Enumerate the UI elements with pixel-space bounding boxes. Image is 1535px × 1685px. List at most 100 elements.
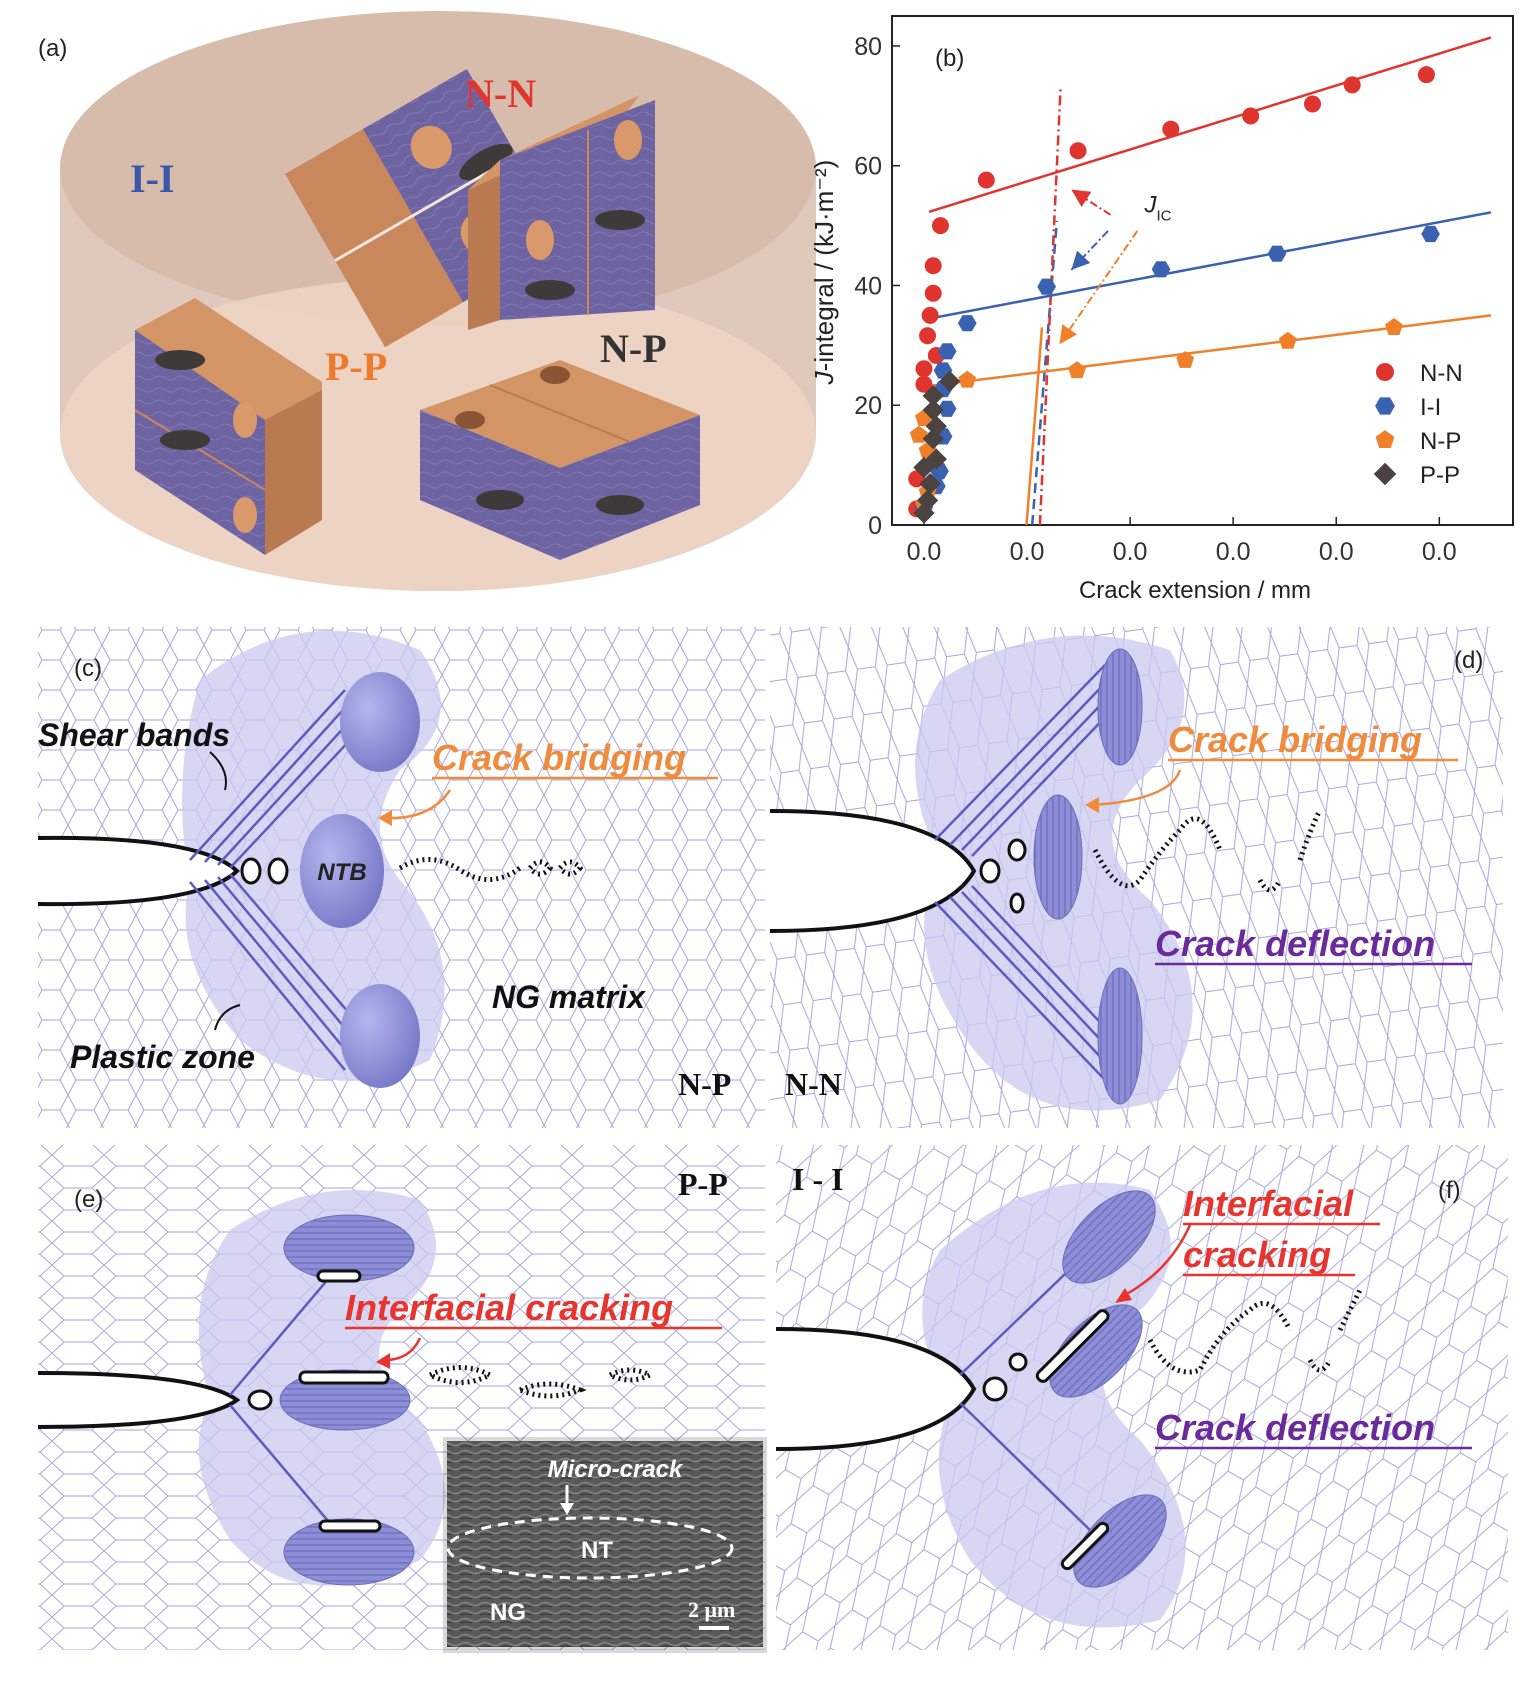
panel-c: NTB (c) Shear bands Crack bridging NG ma… [37, 627, 765, 1128]
void-circle [979, 858, 1001, 884]
data-point-n-n [977, 171, 995, 189]
void-circle [982, 1376, 1008, 1402]
data-point-i-i [957, 315, 977, 332]
data-point-p-p [925, 448, 947, 470]
legend-marker-n-n [1376, 363, 1394, 381]
data-point-n-p [958, 370, 977, 388]
legend-label: N-N [1420, 360, 1463, 387]
data-point-p-p [922, 385, 944, 407]
legend-label: P-P [1420, 462, 1460, 489]
sem-image [447, 1441, 763, 1647]
blunting-line-solid [1025, 327, 1044, 526]
x-tick-label: 0.0 [1113, 538, 1148, 566]
crack [37, 835, 240, 907]
data-point-i-i [1151, 261, 1171, 278]
data-point-n-n [1343, 76, 1361, 94]
jic-label-sub: IC [1157, 207, 1172, 224]
data-point-n-p [1385, 318, 1403, 335]
fit-line-i-i [923, 211, 1492, 321]
data-point-n-n [924, 257, 942, 275]
crack-bridging-label: Crack bridging [432, 737, 686, 778]
y-tick-label: 80 [854, 33, 882, 61]
sem-inset: Micro-crack NT NG 2 μm [443, 1437, 767, 1653]
panel-f: I - I (f) Interfacial cracking Crack def… [775, 1145, 1508, 1650]
data-point-i-i [937, 343, 957, 360]
legend-label: N-P [1420, 428, 1461, 455]
panel-label-a: (a) [38, 35, 67, 62]
specimen-label-f: I - I [792, 1161, 844, 1197]
panel-d: (d) Crack bridging Crack deflection N-N [769, 627, 1503, 1128]
y-tick-label: 20 [854, 392, 882, 420]
legend: N-N I-I N-P P-P [1373, 360, 1463, 489]
panel-label-e: (e) [74, 1186, 103, 1213]
void-circle [240, 857, 262, 885]
y-tick-label: 40 [854, 272, 882, 300]
nt-ellipse-bottom [1097, 967, 1143, 1105]
nt-ellipse-bottom [1073, 1494, 1167, 1588]
nt-label: NT [581, 1537, 613, 1564]
data-point-n-n [915, 375, 933, 393]
arrow-head [1085, 797, 1099, 813]
crack-deflection-label: Crack deflection [1155, 1407, 1435, 1448]
data-point-n-n [1162, 120, 1180, 138]
data-point-p-p [925, 415, 947, 437]
legend-label: I-I [1420, 394, 1441, 421]
shear-band-lines [934, 664, 1113, 1081]
data-point-n-n [1242, 107, 1260, 125]
panel-label-d: (d) [1454, 647, 1483, 674]
data-point-i-i [1421, 225, 1440, 243]
plastic-zone-label: Plastic zone [70, 1039, 255, 1075]
data-point-n-n [921, 306, 939, 324]
jic-arrow-head [1071, 189, 1092, 207]
x-tick-label: 0.0 [1216, 538, 1251, 566]
micro-crack-label: Micro-crack [548, 1456, 684, 1483]
data-point-p-p [916, 489, 939, 512]
data-point-n-n [1417, 66, 1435, 84]
shear-bands-label: Shear bands [38, 717, 230, 753]
specimen-label-c: N-P [678, 1066, 731, 1102]
specimen-block-n-n [468, 95, 655, 330]
arrow-head [1115, 1288, 1132, 1303]
plastic-zone-arrow [214, 1004, 241, 1031]
interfacial-label-line1: Interfacial [1183, 1183, 1354, 1224]
void-circle [247, 1389, 273, 1411]
crack-bridging-label: Crack bridging [1168, 719, 1422, 760]
specimen-label-e: P-P [678, 1166, 728, 1202]
arrow-head [376, 1353, 390, 1369]
interface-crack [316, 1269, 362, 1283]
data-point-i-i [1037, 278, 1056, 295]
y-tick-label: 0 [868, 512, 882, 540]
void-circle [1007, 838, 1027, 862]
shear-bands-arrow [209, 751, 227, 791]
blunting-line-dashed [1030, 220, 1059, 526]
data-point-i-i [937, 400, 957, 417]
arrow-head [378, 810, 392, 826]
scale-bar-label: 2 μm [688, 1597, 735, 1622]
y-axis-label: J-integral / (kJ·m⁻²) [809, 159, 839, 385]
panel-label-b: (b) [935, 45, 964, 72]
crack [775, 1327, 977, 1451]
specimen-block-p-p [134, 298, 322, 555]
crack-deflection-label: Crack deflection [1155, 923, 1435, 964]
specimen-label-i-i: I-I [130, 156, 174, 201]
data-point-n-n [931, 217, 949, 235]
void-circle [1008, 1352, 1028, 1372]
void-circle [267, 857, 289, 885]
jic-arrow-line [1058, 230, 1139, 345]
nt-ellipse-bottom [283, 1518, 415, 1586]
panel-e: (e) P-P Interfacial cracking Micro-crack… [37, 1145, 767, 1653]
nt-ellipse-top [1097, 648, 1143, 766]
data-point-p-p [922, 399, 944, 421]
nt-ellipse-middle [1049, 1304, 1143, 1398]
data-point-n-n [915, 360, 933, 378]
microcrack-dots [398, 857, 584, 882]
crack [769, 809, 977, 933]
fit-line-n-n [928, 36, 1492, 214]
nt-outline [446, 1516, 734, 1580]
data-point-p-p [939, 370, 961, 392]
micro-crack-arrow [560, 1503, 574, 1515]
bridging-arrow [1091, 769, 1182, 807]
data-point-p-p [919, 473, 941, 495]
